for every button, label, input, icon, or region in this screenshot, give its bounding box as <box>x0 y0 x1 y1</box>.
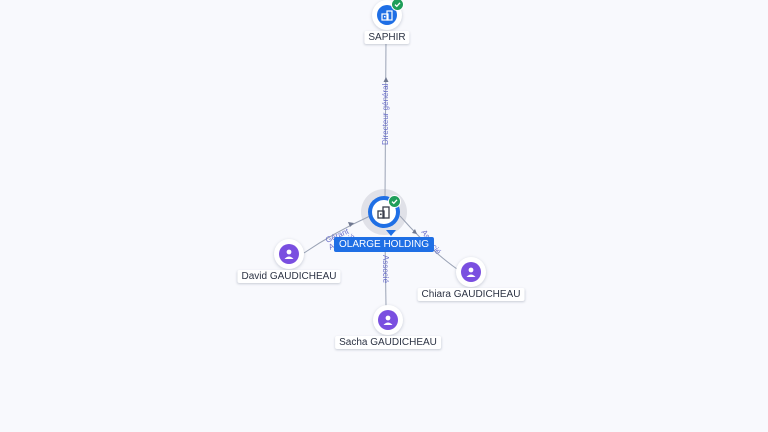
edge-david-arrow <box>348 222 354 227</box>
sacha-person-icon <box>378 310 398 330</box>
edge-saphir <box>384 37 387 201</box>
edge-saphir-arrow <box>383 77 389 82</box>
sacha-marker[interactable] <box>373 305 403 335</box>
main-marker-pointer <box>386 230 396 236</box>
chiara-person-icon <box>461 262 481 282</box>
david-label: David GAUDICHEAU <box>237 270 341 283</box>
david-marker[interactable] <box>274 239 304 269</box>
main-verified-check-icon <box>388 195 401 208</box>
saphir-label: SAPHIR <box>364 31 410 44</box>
david-person-icon <box>279 244 299 264</box>
chiara-marker[interactable] <box>456 257 486 287</box>
saphir-verified-check-icon <box>391 0 404 11</box>
edge-chiara-arrow <box>412 229 417 234</box>
saphir-building-icon <box>377 5 397 25</box>
main-company-label: OLARGE HOLDING <box>333 237 435 252</box>
edge-label-associe-sacha: Associé <box>381 255 390 284</box>
chiara-label: Chiara GAUDICHEAU <box>417 288 525 301</box>
edge-label-directeur: Directeur général <box>381 83 390 145</box>
saphir-marker[interactable] <box>372 0 404 30</box>
sacha-label: Sacha GAUDICHEAU <box>335 336 441 349</box>
edge-david <box>303 215 371 254</box>
main-marker[interactable] <box>361 189 407 236</box>
